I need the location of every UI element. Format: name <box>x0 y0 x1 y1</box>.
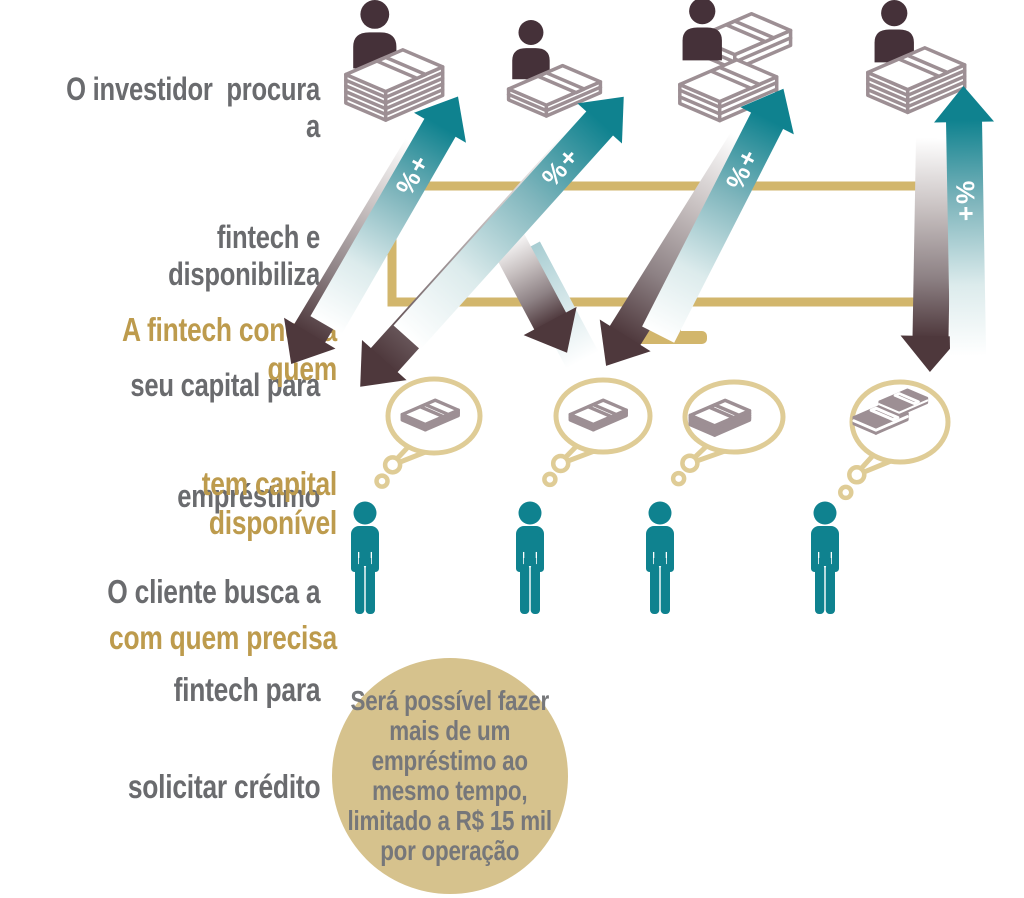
client-step-line: O cliente busca a <box>106 573 320 610</box>
investor-step-line: O investidor procura a <box>66 71 327 144</box>
fintech-step-line: com quem precisa <box>109 619 337 656</box>
repayment-interest-up-arrow: +% <box>934 86 995 357</box>
limit-value: R$ 15 mil <box>455 805 553 836</box>
thought-bubble-icon <box>670 379 786 487</box>
note-line-limit: limitado a R$ 15 mil <box>347 805 553 836</box>
small-money-stack <box>506 63 603 118</box>
limit-prefix: limitado a <box>347 805 456 836</box>
note-line: mesmo tempo, <box>372 775 528 806</box>
loan-limit-note: Será possível fazer mais de um empréstim… <box>332 658 568 894</box>
client-step-line: solicitar crédito <box>127 768 320 805</box>
client-person-icon <box>811 501 839 614</box>
investor-step-line: empréstimo <box>177 478 320 514</box>
money-wish-small <box>400 398 460 432</box>
large-money-stack <box>344 48 445 122</box>
investor-avatar-icon <box>682 0 722 61</box>
money-wish-small <box>568 398 628 432</box>
medium-money-stack <box>866 46 967 115</box>
fintech-step-line: tem capital disponível <box>201 465 345 541</box>
money-wish-dense <box>688 398 752 437</box>
note-line: mais de um <box>389 715 511 746</box>
note-line: empréstimo ao <box>371 745 529 776</box>
double-money-stack <box>678 58 779 123</box>
investor-step-line: seu capital para <box>130 367 320 403</box>
interest-label: +% <box>950 179 981 222</box>
money-wish-bundles <box>878 388 929 417</box>
repayment-interest-up-arrow: +% <box>393 96 624 350</box>
investor-step-label: O investidor procura a fintech e disponi… <box>64 0 320 589</box>
client-step-line: fintech para <box>173 670 320 708</box>
note-line: por operação <box>380 835 520 866</box>
client-person-icon <box>351 501 379 614</box>
thought-bubble-icon <box>542 377 653 488</box>
investor-step-line: fintech e disponibiliza <box>168 219 327 292</box>
thought-bubble-icon <box>374 376 483 489</box>
client-step-label: O cliente busca a fintech para solicitar… <box>107 511 320 869</box>
investor-avatar-icon <box>512 20 550 80</box>
investor-avatar-icon <box>874 0 914 63</box>
note-line: Será possível fazer <box>350 685 550 716</box>
loan-down-arrow <box>900 137 961 372</box>
client-person-icon <box>646 501 674 614</box>
client-person-icon <box>516 501 544 614</box>
loan-down-arrow <box>490 229 577 353</box>
loan-limit-note-text: Será possível fazer mais de um empréstim… <box>347 685 553 866</box>
